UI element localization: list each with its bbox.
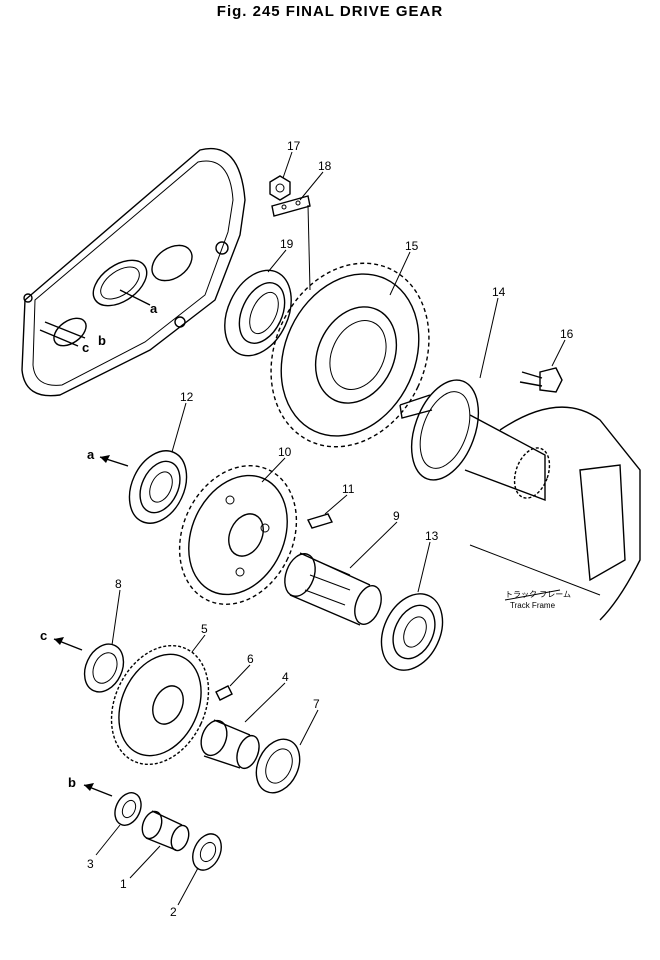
part-label-9: 9 <box>393 509 400 523</box>
bearing-7 <box>255 738 301 794</box>
case-label-b: b <box>98 333 106 348</box>
part-label-15: 15 <box>405 239 419 253</box>
case-arrows: a b c <box>39 289 158 355</box>
figure-title: Fig. 245 FINAL DRIVE GEAR <box>216 3 444 20</box>
part-label-8: 8 <box>115 577 122 591</box>
hub-shaft-14 <box>399 379 551 502</box>
gear-15 <box>270 262 430 448</box>
final-drive-case <box>21 148 246 397</box>
part-label-14: 14 <box>492 285 506 299</box>
key-6 <box>215 685 233 701</box>
part-label-16: 16 <box>560 327 574 341</box>
part-label-7: 7 <box>313 697 320 711</box>
bearing-8 <box>83 643 125 693</box>
part-number-labels: 17 18 19 15 14 16 12 10 11 9 13 8 5 6 4 … <box>87 139 574 919</box>
gear-10 <box>178 465 298 605</box>
track-frame-jp-label: トラック フレーム <box>505 590 571 599</box>
leader-lines <box>95 151 566 906</box>
part-label-6: 6 <box>247 652 254 666</box>
direction-arrows: a c b <box>40 447 129 797</box>
part-label-1: 1 <box>120 877 127 891</box>
lock-plate-18 <box>271 195 311 217</box>
part-label-11: 11 <box>342 482 355 496</box>
part-label-4: 4 <box>282 670 289 684</box>
part-label-19: 19 <box>280 237 294 251</box>
arrow-label-c: c <box>40 628 47 643</box>
pinion-4 <box>200 719 260 770</box>
part-label-3: 3 <box>87 857 94 871</box>
case-label-c: c <box>82 340 89 355</box>
part-label-5: 5 <box>201 622 208 636</box>
bearing-12 <box>128 450 188 524</box>
nut-17 <box>269 175 291 201</box>
part-label-12: 12 <box>180 390 194 404</box>
part-label-18: 18 <box>318 159 332 173</box>
bearing-13 <box>380 593 444 671</box>
part-label-17: 17 <box>287 139 301 153</box>
part-label-10: 10 <box>278 445 292 459</box>
pinion-shaft-9 <box>284 552 382 626</box>
track-frame: トラック フレーム Track Frame <box>469 406 641 621</box>
bolt-16 <box>519 367 563 393</box>
track-frame-en-label: Track Frame <box>510 601 556 610</box>
bearing-3 <box>114 792 142 826</box>
bearing-2 <box>192 833 222 871</box>
arrow-label-b: b <box>68 775 76 790</box>
key-11 <box>307 513 333 529</box>
gear-5 <box>110 644 210 766</box>
part-label-2: 2 <box>170 905 177 919</box>
part-label-13: 13 <box>425 529 439 543</box>
case-label-a: a <box>150 301 158 316</box>
arrow-label-a: a <box>87 447 95 462</box>
pinion-1 <box>141 810 190 852</box>
bearing-19 <box>224 269 292 357</box>
